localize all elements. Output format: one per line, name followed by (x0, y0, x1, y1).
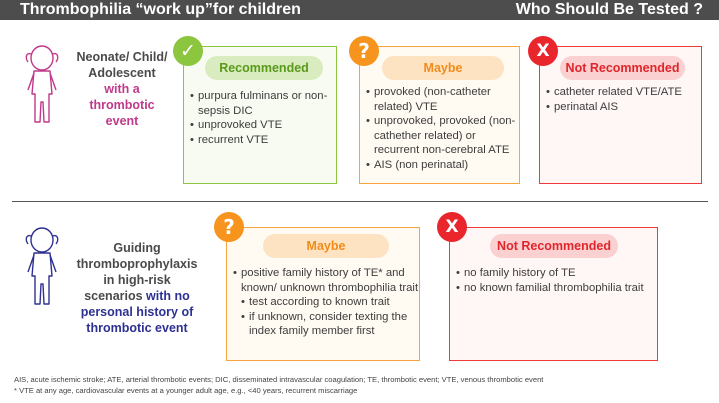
profile-row1-emph2: thrombotic (89, 98, 155, 112)
maybe-card-row2: Maybe positive family history of TE* and… (226, 227, 420, 361)
profile-row1-line1: Neonate/ Child/ (76, 50, 168, 64)
header-bar: Thrombophilia “work up”for children Who … (0, 0, 719, 20)
maybe-pill-row1: Maybe (382, 56, 504, 80)
maybe-list-row1: provoked (non-catheter related) VTE unpr… (366, 85, 518, 172)
child-figure-blue-icon (22, 226, 62, 308)
profile-row1: Neonate/ Child/ Adolescent with a thromb… (66, 49, 178, 129)
not-recommended-pill-row1: Not Recommended (560, 56, 685, 80)
profile-row1-line2: Adolescent (88, 66, 156, 80)
recommended-card: Recommended purpura fulminans or non-sep… (183, 46, 337, 184)
list-subitem: test according to known trait (233, 295, 419, 310)
recommended-list: purpura fulminans or non-sepsis DIC unpr… (190, 89, 334, 147)
list-item: recurrent VTE (190, 133, 334, 148)
list-item: catheter related VTE/ATE (546, 85, 698, 100)
recommended-pill: Recommended (205, 56, 323, 80)
child-figure-pink-icon (22, 44, 62, 126)
question-icon: ? (349, 36, 379, 66)
profile-row2-line1: Guiding (113, 241, 161, 255)
x-icon: X (437, 212, 467, 242)
profile-row1-emph1: with a (104, 82, 140, 96)
check-icon: ✓ (173, 36, 203, 66)
not-recommended-pill-row2: Not Recommended (490, 234, 618, 258)
footnote-asterisk: * VTE at any age, cardiovascular events … (14, 386, 358, 395)
list-item: unprovoked VTE (190, 118, 334, 133)
profile-row2-line4: scenarios (84, 289, 147, 303)
page-title: Thrombophilia “work up”for children (20, 1, 301, 18)
list-item: no known familial thrombophilia trait (456, 281, 656, 296)
profile-row2-emph2: thrombotic event (86, 321, 188, 335)
list-item: AIS (non perinatal) (366, 158, 518, 173)
x-icon: X (528, 36, 558, 66)
not-recommended-list-row1: catheter related VTE/ATE perinatal AIS (546, 85, 698, 114)
list-subitem: if unknown, consider texting the index f… (233, 310, 419, 339)
profile-row2-emph1: personal history of (80, 305, 194, 319)
list-item: purpura fulminans or non-sepsis DIC (190, 89, 334, 118)
profile-row2: Guiding thromboprophylaxis in high-risk … (66, 240, 208, 336)
question-icon: ? (214, 212, 244, 242)
list-item: provoked (non-catheter related) VTE (366, 85, 518, 114)
profile-row2-line3: in high-risk (103, 273, 171, 287)
list-item: unprovoked, provoked (non-cathether rela… (366, 114, 518, 158)
section-divider (12, 201, 708, 202)
maybe-list-row2: positive family history of TE* and known… (233, 266, 419, 339)
footnote-abbreviations: AIS, acute ischemic stroke; ATE, arteria… (14, 375, 544, 384)
list-item: positive family history of TE* and known… (233, 266, 419, 295)
maybe-pill-row2: Maybe (263, 234, 389, 258)
not-recommended-list-row2: no family history of TE no known familia… (456, 266, 656, 295)
profile-row1-emph3: event (105, 114, 139, 128)
profile-row2-emph0: with no (146, 289, 190, 303)
page-subtitle: Who Should Be Tested ? (515, 1, 703, 18)
maybe-card-row1: Maybe provoked (non-catheter related) VT… (359, 46, 520, 184)
not-recommended-card-row1: Not Recommended catheter related VTE/ATE… (539, 46, 702, 184)
list-item: perinatal AIS (546, 100, 698, 115)
profile-row2-line2: thromboprophylaxis (76, 257, 198, 271)
not-recommended-card-row2: Not Recommended no family history of TE … (449, 227, 658, 361)
list-item: no family history of TE (456, 266, 656, 281)
